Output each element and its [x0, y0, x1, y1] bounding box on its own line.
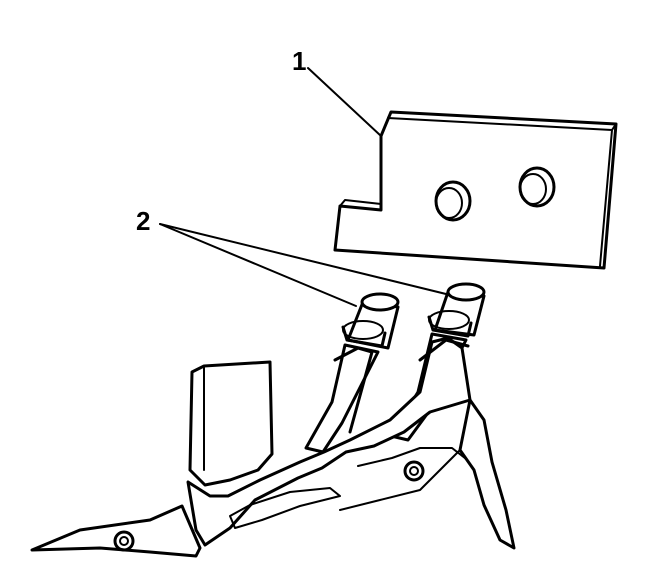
bracket-plate [333, 110, 618, 270]
pipe-assembly [30, 282, 516, 558]
callout-leader-1 [307, 67, 382, 137]
callout-label-2: 2 [136, 206, 150, 236]
pipe-end-left [360, 292, 400, 312]
bolt-upper [403, 460, 425, 482]
callout-leader-2b [159, 223, 447, 295]
bolt-lower [113, 530, 135, 552]
callout-leader-2a [159, 223, 357, 307]
pipe-end-right [446, 282, 486, 302]
callout-label-1: 1 [292, 46, 306, 76]
